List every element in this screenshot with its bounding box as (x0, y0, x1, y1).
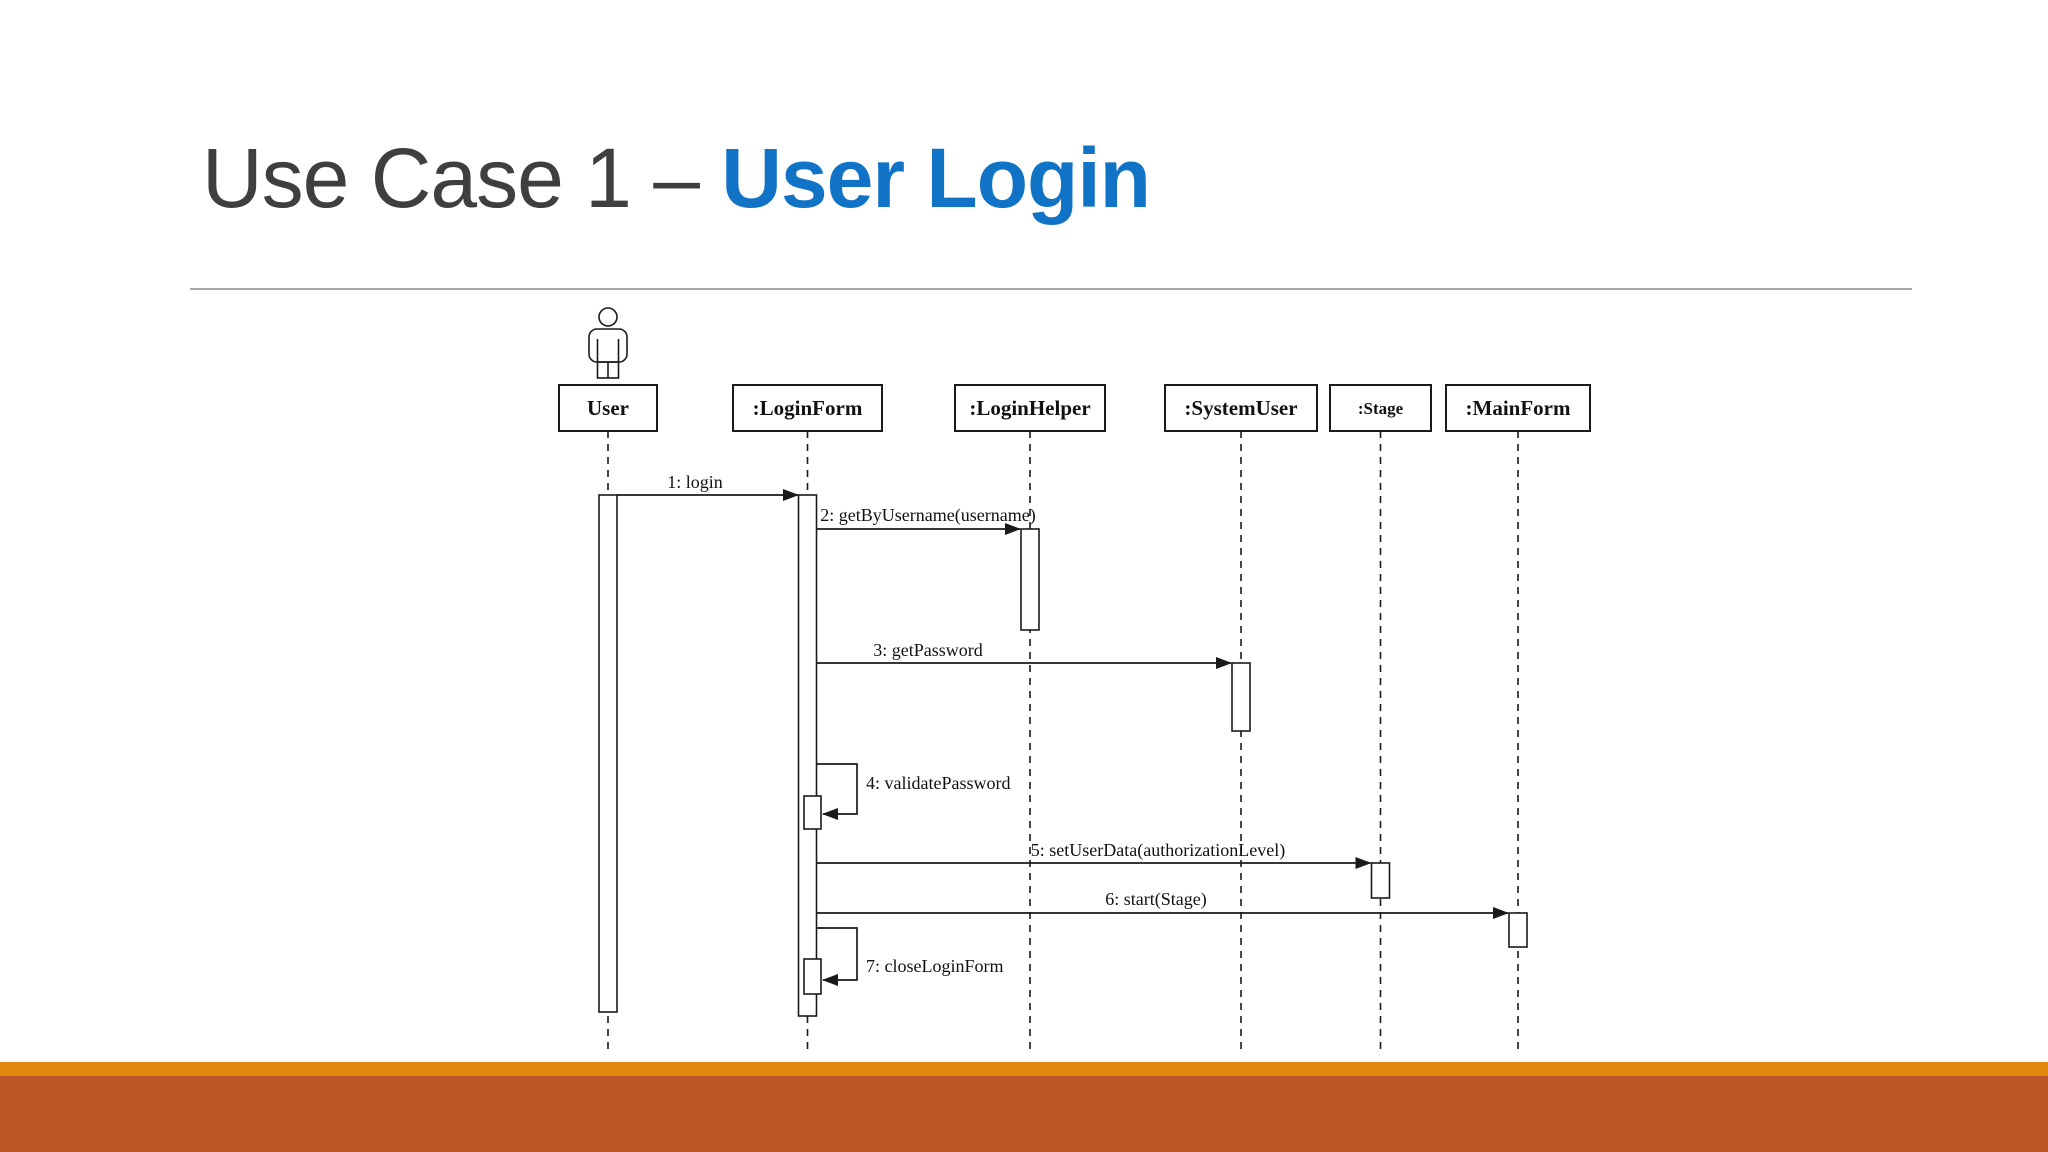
participant-loginhelper: :LoginHelper (954, 384, 1106, 1050)
participant-label-loginform: :LoginForm (753, 396, 863, 420)
message-1-label: 1: login (667, 472, 723, 492)
message-7-arrow (816, 927, 858, 986)
participant-stage: :Stage (1329, 384, 1432, 1050)
activation-loginform (797, 494, 818, 1017)
title-prefix: Use Case 1 – (202, 131, 722, 225)
message-3: 3: getPassword (816, 640, 1232, 669)
activation-user (598, 494, 618, 1013)
participant-user: User (558, 307, 658, 1050)
activation-loginform-nested-4 (803, 795, 822, 830)
slide-title: Use Case 1 – User Login (202, 132, 1902, 224)
message-1: 1: login (617, 472, 799, 501)
participant-box-mainform (1445, 384, 1591, 432)
activation-loginhelper (1020, 528, 1040, 631)
message-4: 4: validatePassword (803, 763, 1010, 830)
participant-systemuser: :SystemUser (1164, 384, 1318, 1050)
message-5: 5: setUserData(authorizationLevel) (816, 840, 1372, 869)
message-4-label: 4: validatePassword (866, 773, 1010, 793)
participant-label-systemuser: :SystemUser (1184, 396, 1297, 420)
person-icon (588, 307, 628, 379)
footer-accent-bar (0, 1076, 2048, 1152)
participant-label-mainform: :MainForm (1466, 396, 1571, 420)
participant-label-stage: :Stage (1358, 399, 1404, 418)
participant-box-stage (1329, 384, 1432, 432)
participant-label-user: User (587, 396, 629, 420)
message-4-arrow (816, 763, 858, 820)
message-6: 6: start(Stage) (816, 889, 1509, 919)
participant-label-loginhelper: :LoginHelper (969, 396, 1090, 420)
message-6-label: 6: start(Stage) (1105, 889, 1206, 910)
title-highlight: User Login (721, 131, 1151, 225)
activation-systemuser (1231, 662, 1251, 732)
message-7-label: 7: closeLoginForm (866, 956, 1004, 976)
activation-loginform-nested-7 (803, 958, 822, 995)
footer-accent-strip (0, 1062, 2048, 1076)
message-5-label: 5: setUserData(authorizationLevel) (1031, 840, 1285, 861)
message-2-label: 2: getByUsername(username) (820, 505, 1035, 526)
activation-mainform (1508, 912, 1528, 948)
message-2: 2: getByUsername(username) (816, 505, 1036, 535)
title-divider (190, 288, 1912, 290)
participant-loginform: :LoginForm (732, 384, 883, 1050)
activation-stage (1370, 862, 1391, 899)
participant-box-loginhelper (954, 384, 1106, 432)
participant-mainform: :MainForm (1445, 384, 1591, 1050)
message-3-label: 3: getPassword (873, 640, 983, 660)
message-7: 7: closeLoginForm (803, 927, 1004, 995)
